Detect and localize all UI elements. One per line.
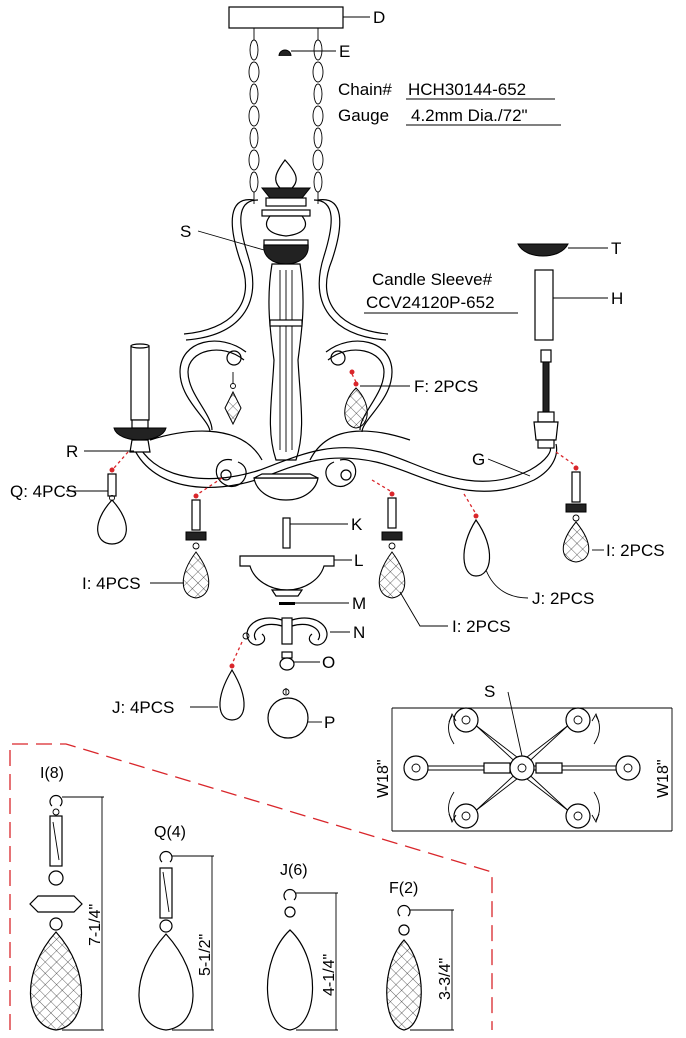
part-n: [242, 617, 350, 646]
label-q: Q: 4PCS: [10, 482, 77, 501]
label-f: F: 2PCS: [414, 377, 478, 396]
label-i-mid: I: 2PCS: [452, 617, 511, 636]
plan-width-right: W18": [655, 759, 672, 798]
candle-sleeve-label: Candle Sleeve#: [372, 270, 493, 289]
candle-sleeve-h: [534, 269, 608, 341]
crystal-i-left: [182, 477, 223, 599]
crystal-f-left: [224, 372, 242, 426]
label-s-plan: S: [484, 682, 495, 701]
crystal-i-name: I(8): [40, 765, 64, 782]
crystal-i-detail: [29, 795, 104, 1031]
part-l: [239, 555, 352, 597]
label-j-left: J: 4PCS: [112, 698, 174, 717]
crystal-j-detail: [266, 889, 338, 1031]
crystal-i-right: [555, 451, 604, 563]
crystal-detail-frame: [9, 743, 493, 1030]
label-l: L: [354, 551, 363, 570]
right-candle-socket: [533, 349, 559, 449]
canopy-ball: [278, 49, 336, 57]
plan-view: [391, 691, 673, 832]
label-m: M: [352, 594, 366, 613]
label-s-top: S: [180, 222, 191, 241]
label-k: K: [351, 515, 363, 534]
crystal-i-size: 7-1/4": [87, 904, 104, 946]
gauge-label-prefix: Gauge: [338, 106, 389, 125]
chandelier-frame: [131, 159, 558, 501]
plan-width-left: W18": [375, 759, 392, 798]
crystal-f-name: F(2): [389, 880, 418, 897]
crystal-q-detail: [138, 851, 214, 1031]
label-h: H: [611, 289, 623, 308]
crystal-j-left: [190, 641, 245, 721]
label-e: E: [339, 42, 350, 61]
label-t: T: [611, 239, 621, 258]
label-n: N: [353, 623, 365, 642]
label-i-left: I: 4PCS: [82, 574, 141, 593]
part-m: [279, 602, 349, 605]
gauge-value: 4.2mm Dia./72": [411, 106, 528, 125]
crystal-j-size: 4-1/4": [321, 954, 338, 996]
ceiling-canopy: [228, 6, 370, 29]
crystal-q: [97, 451, 129, 545]
bobeche-t: [517, 243, 608, 257]
chain-part-number: HCH30144-652: [408, 80, 526, 99]
crystal-f-detail: [386, 905, 454, 1031]
label-j-right: J: 2PCS: [532, 589, 594, 608]
label-r: R: [66, 442, 78, 461]
chain-label-prefix: Chain#: [338, 80, 392, 99]
crystal-q-name: Q(4): [154, 824, 186, 841]
left-candle: [113, 343, 167, 453]
part-k: [282, 517, 348, 549]
part-o: [279, 651, 320, 671]
label-g: G: [472, 450, 485, 469]
label-d: D: [373, 8, 385, 27]
label-o: O: [322, 653, 335, 672]
crystal-j-right: [463, 493, 529, 599]
crystal-q-size: 5-1/2": [197, 934, 214, 976]
crystal-i-mid: [371, 479, 448, 627]
crystal-f-size: 3-3/4": [437, 958, 454, 1000]
crystal-f-right: [344, 369, 410, 429]
label-p: P: [324, 713, 335, 732]
chains: [248, 28, 324, 204]
crystal-j-name: J(6): [280, 862, 308, 879]
label-i-right: I: 2PCS: [606, 541, 665, 560]
part-p-ball: [267, 688, 322, 739]
candle-sleeve-part-number: CCV24120P-652: [366, 293, 495, 312]
